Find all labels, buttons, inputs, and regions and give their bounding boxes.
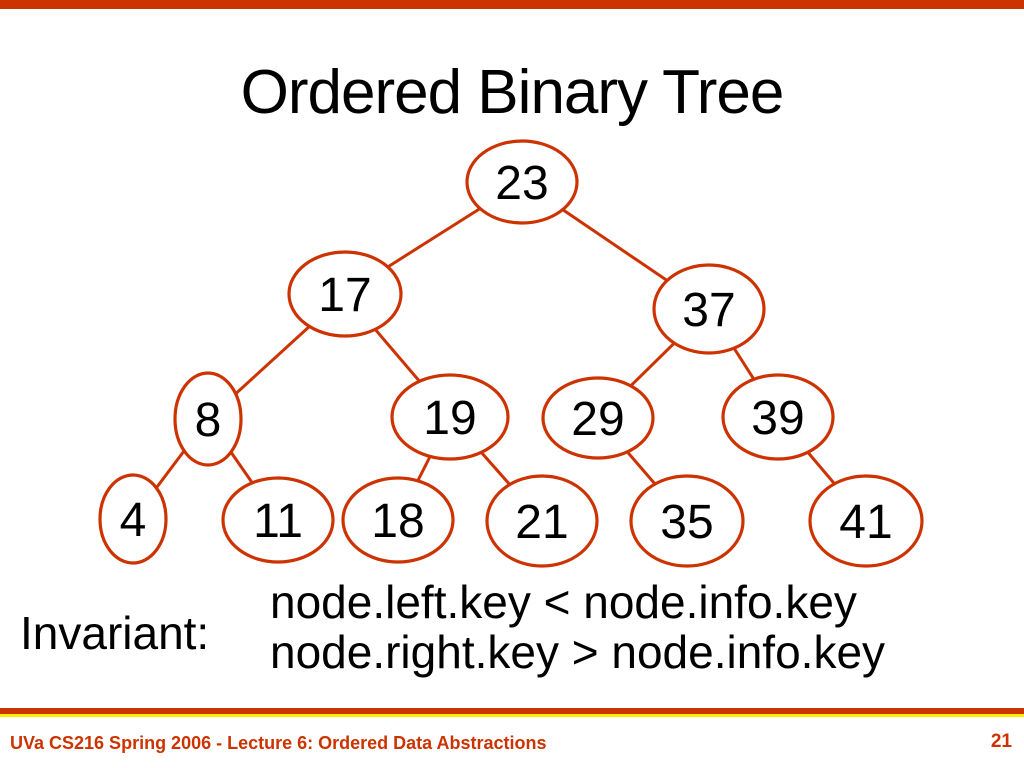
tree-node-ellipse-23 (465, 139, 579, 225)
tree-node-ellipse-39 (721, 373, 835, 461)
tree-node-ellipse-17 (287, 250, 403, 338)
footer-accent-bar-yellow (0, 714, 1024, 717)
tree-node-label-29: 29 (571, 393, 624, 446)
tree-node-label-17: 17 (318, 269, 371, 322)
footer-page-number: 21 (990, 731, 1012, 752)
tree-node-label-41: 41 (839, 496, 892, 549)
invariant-rules: node.left.key < node.info.key node.right… (270, 577, 885, 677)
tree-node-ellipse-21 (485, 474, 599, 568)
tree-node-label-11: 11 (253, 495, 303, 548)
tree-node-ellipse-4 (98, 473, 168, 565)
footer-course-info: UVa CS216 Spring 2006 - Lecture 6: Order… (10, 733, 547, 753)
invariant-rule-left: node.left.key < node.info.key (270, 576, 857, 628)
invariant-rule-right: node.right.key > node.info.key (270, 626, 886, 678)
top-accent-bar (0, 0, 1024, 9)
tree-node-label-39: 39 (751, 392, 804, 445)
tree-node-label-35: 35 (660, 496, 713, 549)
tree-node-ellipse-41 (808, 474, 924, 568)
tree-node-label-23: 23 (495, 157, 548, 210)
footer-accent-bar-red (0, 708, 1024, 714)
tree-node-ellipse-37 (652, 263, 766, 355)
tree-node-label-8: 8 (195, 394, 222, 447)
tree-node-label-18: 18 (371, 495, 424, 548)
tree-node-ellipse-8 (173, 371, 243, 467)
tree-node-ellipse-11 (221, 476, 335, 564)
tree-node-label-19: 19 (423, 392, 476, 445)
tree-node-ellipse-35 (629, 474, 745, 568)
invariant-label: Invariant: (20, 607, 210, 659)
tree-node-label-37: 37 (682, 284, 735, 337)
tree-node-label-21: 21 (515, 496, 568, 549)
tree-node-ellipse-18 (341, 476, 455, 564)
tree-node-label-4: 4 (120, 494, 147, 547)
tree-node-ellipse-29 (541, 376, 655, 460)
tree-node-ellipse-19 (390, 373, 510, 461)
page-title: Ordered Binary Tree (240, 58, 785, 127)
